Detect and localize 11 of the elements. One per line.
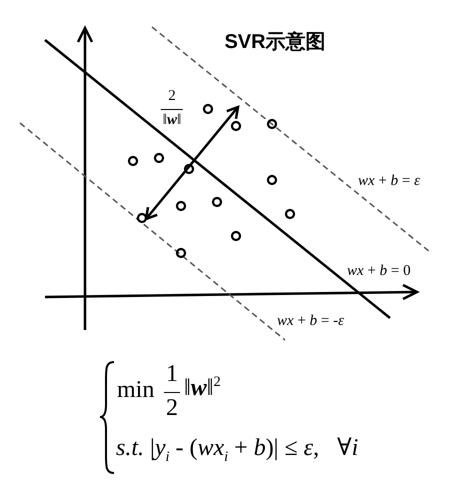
fraction-numerator: 2: [168, 89, 176, 104]
constraint-formula: s.t. |y$_{i}$ - (wx$_{i}$ + b)| ≤ ε, ∀i: [116, 436, 358, 460]
fraction-denominator: ‖w‖: [160, 109, 184, 128]
norm-term: ‖w‖$^{2}$: [184, 376, 221, 400]
equation-label: wx + b = 0: [347, 264, 411, 279]
fraction-denominator: 2: [164, 392, 180, 420]
equation-label: wx + b = ε: [358, 174, 420, 189]
equation-label: wx + b = -ε: [277, 314, 344, 329]
title: SVR示意图: [224, 32, 326, 52]
fraction-numerator: 1: [166, 362, 178, 386]
formula-operator: min: [117, 378, 154, 402]
